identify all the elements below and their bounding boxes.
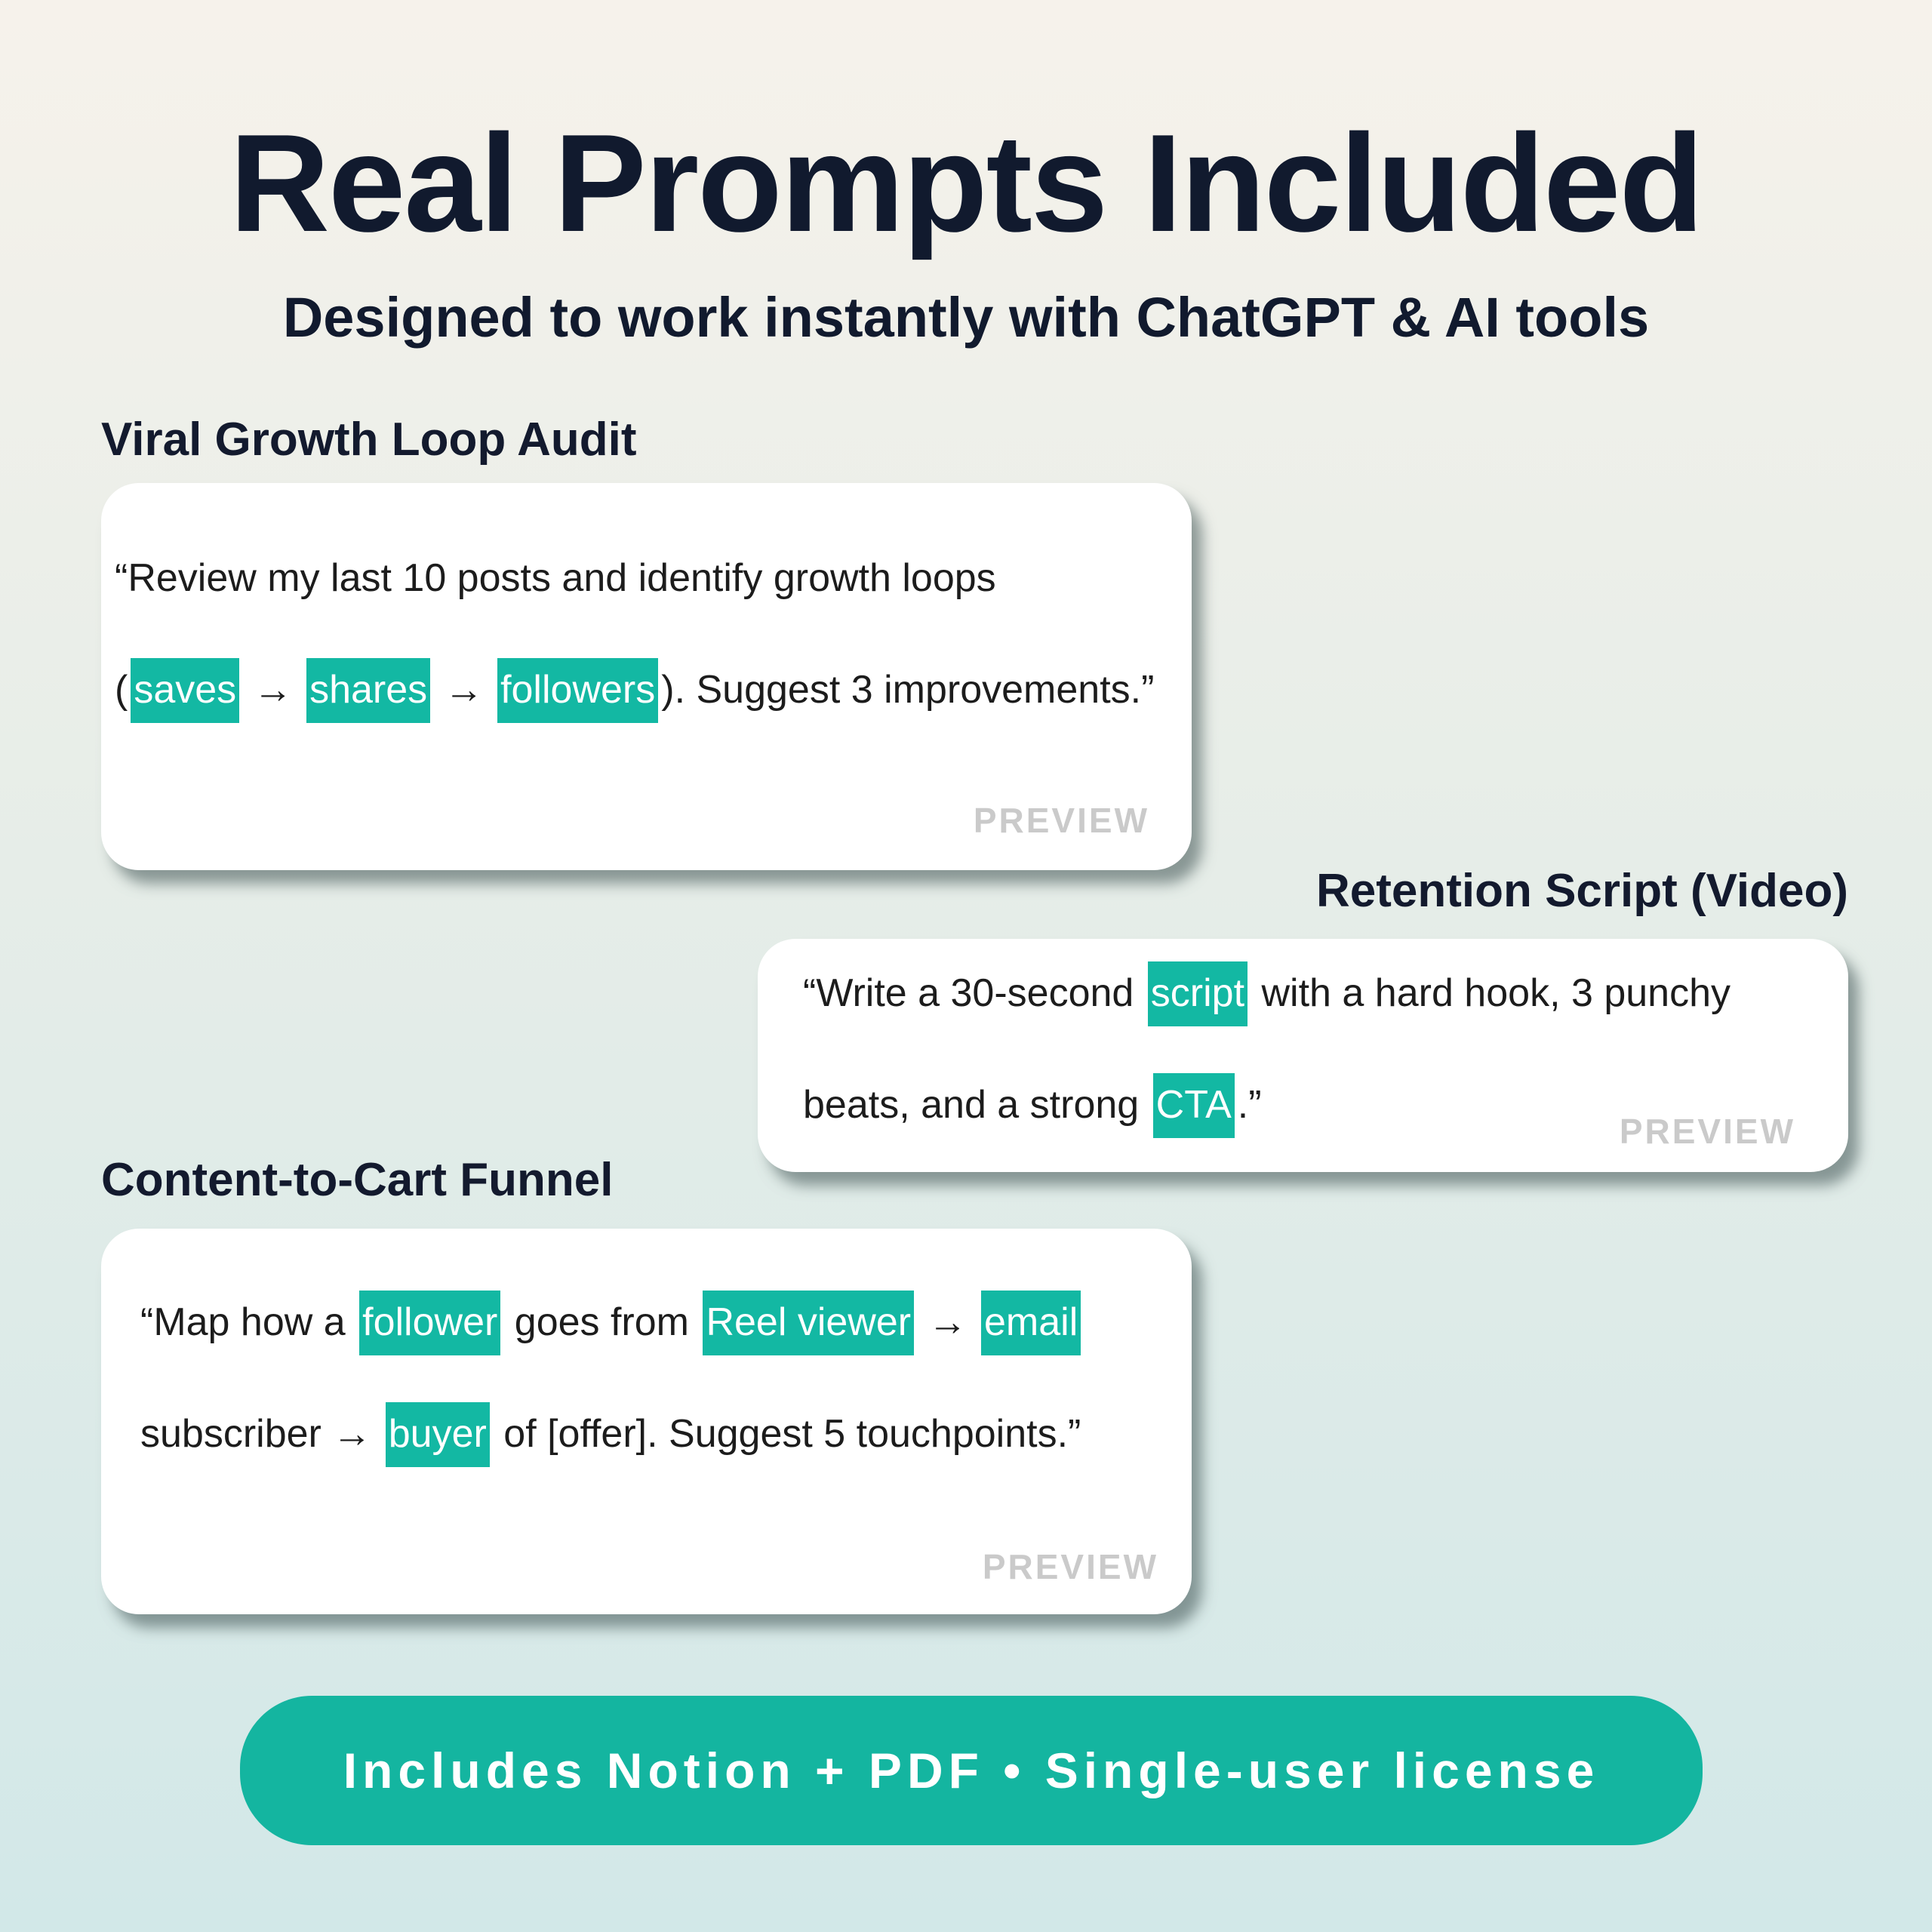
highlight-keyword: followers xyxy=(497,658,659,723)
prompt-line: beats, and a strong CTA.” xyxy=(803,1073,1262,1138)
prompt-text: ). Suggest 3 improvements.” xyxy=(661,668,1155,712)
prompt-text: → xyxy=(917,1300,978,1344)
prompt-line: “Review my last 10 posts and identify gr… xyxy=(115,558,996,598)
prompt-text: of [offer]. Suggest 5 touchpoints.” xyxy=(492,1412,1081,1456)
prompt-text: “Review my last 10 posts and identify gr… xyxy=(115,556,996,600)
highlight-keyword: CTA xyxy=(1152,1073,1235,1138)
highlight-keyword: shares xyxy=(306,658,431,723)
preview-badge: PREVIEW xyxy=(1619,1112,1795,1151)
card-heading-retention-script: Retention Script (Video) xyxy=(1315,865,1848,917)
prompt-card-retention-script: “Write a 30-second script with a hard ho… xyxy=(758,939,1848,1172)
prompt-line: (saves → shares → followers). Suggest 3 … xyxy=(115,658,1154,723)
prompt-line: “Write a 30-second script with a hard ho… xyxy=(803,961,1730,1026)
prompt-text: subscriber → xyxy=(140,1412,383,1456)
prompt-text: .” xyxy=(1237,1083,1262,1127)
highlight-keyword: Reel viewer xyxy=(703,1291,915,1355)
prompt-text: “Write a 30-second xyxy=(803,971,1145,1015)
highlight-keyword: follower xyxy=(359,1291,501,1355)
prompt-line: subscriber → buyer of [offer]. Suggest 5… xyxy=(140,1402,1081,1467)
page-subtitle: Designed to work instantly with ChatGPT … xyxy=(282,286,1650,349)
prompt-line: “Map how a follower goes from Reel viewe… xyxy=(140,1291,1084,1355)
highlight-keyword: email xyxy=(981,1291,1081,1355)
license-banner: Includes Notion + PDF • Single-user lice… xyxy=(240,1696,1703,1845)
highlight-keyword: saves xyxy=(131,658,240,723)
card-heading-viral-growth: Viral Growth Loop Audit xyxy=(101,414,637,466)
prompt-text: → xyxy=(242,668,304,712)
prompt-text: “Map how a xyxy=(140,1300,357,1344)
license-banner-text: Includes Notion + PDF • Single-user lice… xyxy=(343,1743,1600,1798)
prompt-card-content-to-cart: “Map how a follower goes from Reel viewe… xyxy=(101,1229,1192,1614)
card-heading-content-to-cart: Content-to-Cart Funnel xyxy=(101,1154,614,1206)
prompt-text: beats, and a strong xyxy=(803,1083,1150,1127)
highlight-keyword: buyer xyxy=(385,1402,490,1467)
prompt-text: → xyxy=(433,668,495,712)
prompt-text: goes from xyxy=(503,1300,700,1344)
preview-badge: PREVIEW xyxy=(973,801,1149,840)
prompt-card-viral-growth: “Review my last 10 posts and identify gr… xyxy=(101,483,1192,870)
prompt-text: with a hard hook, 3 punchy xyxy=(1251,971,1731,1015)
page-title: Real Prompts Included xyxy=(229,105,1704,260)
preview-badge: PREVIEW xyxy=(982,1547,1158,1586)
prompt-text: ( xyxy=(115,668,128,712)
highlight-keyword: script xyxy=(1147,961,1248,1026)
